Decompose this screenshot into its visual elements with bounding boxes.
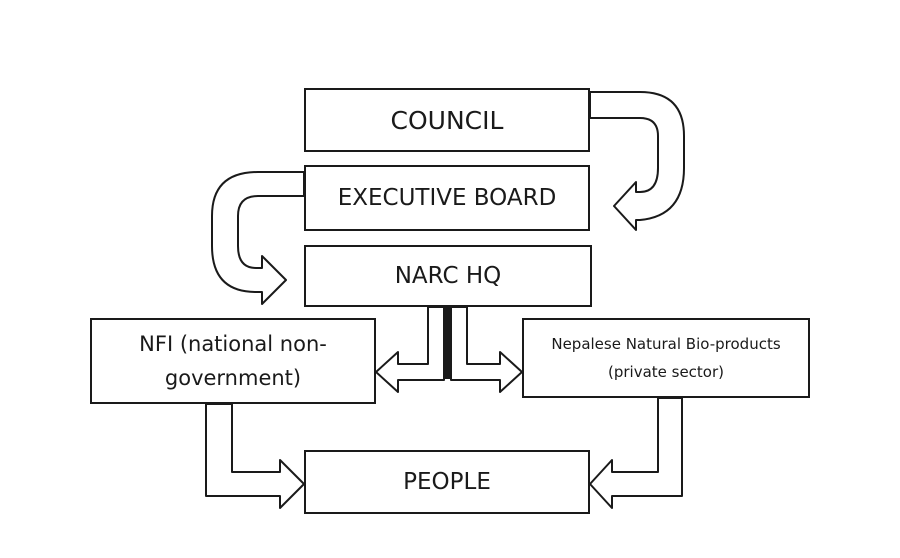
arrow-executive-board-to-narc-hq — [211, 171, 305, 305]
arrow-narc-hq-to-nfi — [375, 306, 445, 393]
nfi-label-line2: government) — [164, 366, 302, 390]
arrow-narc-hq-to-nepalese-natural-bio-products — [450, 306, 523, 393]
narc-hq-center-connector — [444, 307, 451, 379]
nepalese-natural-bio-products-label-line2: (private sector) — [607, 363, 725, 381]
arrow-council-to-executive-board — [589, 91, 685, 231]
arrow-nfi-to-people — [205, 403, 305, 509]
people-box: PEOPLE — [304, 450, 590, 514]
nepalese-natural-bio-products-box: Nepalese Natural Bio-products (private s… — [522, 318, 810, 398]
narc-hq-box: NARC HQ — [304, 245, 592, 307]
nepalese-natural-bio-products-label-line1: Nepalese Natural Bio-products — [551, 335, 781, 353]
people-label: PEOPLE — [403, 469, 491, 495]
nfi-label-line1: NFI (national non- — [139, 332, 327, 356]
executive-board-box: EXECUTIVE BOARD — [304, 165, 590, 231]
nfi-box: NFI (national non- government) — [90, 318, 376, 404]
council-label: COUNCIL — [390, 105, 504, 135]
executive-board-label: EXECUTIVE BOARD — [337, 185, 557, 211]
arrow-nepalese-natural-bio-products-to-people — [589, 397, 683, 509]
narc-hq-label: NARC HQ — [394, 263, 502, 289]
council-box: COUNCIL — [304, 88, 590, 152]
